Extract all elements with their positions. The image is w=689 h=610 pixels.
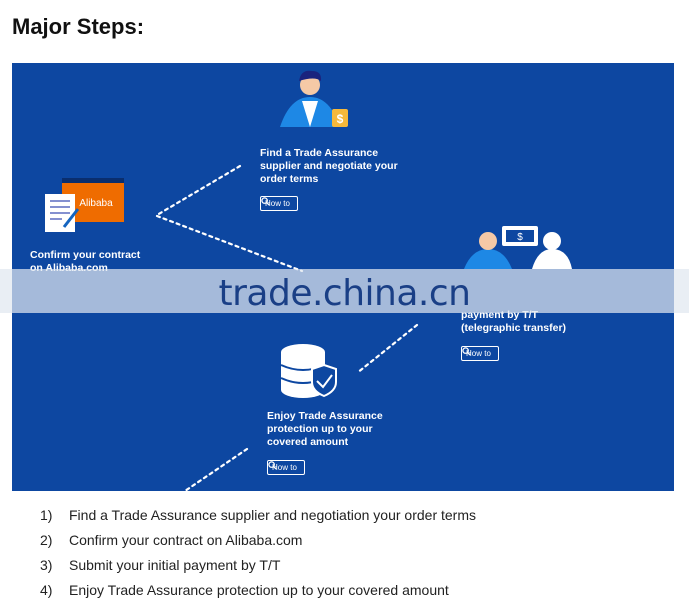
how-to-button-protection[interactable]: How to	[267, 460, 305, 475]
svg-text:Alibaba: Alibaba	[79, 198, 113, 209]
list-item: 4) Enjoy Trade Assurance protection up t…	[40, 582, 449, 598]
step-protection-text: Enjoy Trade Assurance protection up to y…	[267, 410, 383, 448]
watermark-band	[0, 269, 689, 313]
list-item: 2) Confirm your contract on Alibaba.com	[40, 532, 303, 548]
dotted-path-lines: $ Alibaba $	[45, 70, 572, 491]
two-people-money-icon: $	[464, 226, 572, 269]
steps-list: 1) Find a Trade Assurance supplier and n…	[40, 504, 476, 604]
person-with-coin-icon: $	[280, 70, 348, 127]
database-shield-icon	[280, 344, 337, 398]
svg-text:$: $	[337, 112, 344, 126]
how-to-button-find-supplier[interactable]: How to	[260, 196, 298, 211]
watermark: trade.china.cn	[218, 273, 471, 314]
search-icon	[261, 197, 270, 206]
how-to-button-payment[interactable]: How to	[461, 346, 499, 361]
list-item: 3) Submit your initial payment by T/T	[40, 557, 281, 573]
search-icon	[268, 461, 277, 470]
svg-text:$: $	[517, 232, 523, 243]
contract-signing-icon: Alibaba	[45, 178, 124, 232]
step-find-supplier-text: Find a Trade Assurance supplier and nego…	[260, 147, 398, 185]
list-item: 1) Find a Trade Assurance supplier and n…	[40, 507, 477, 523]
search-icon	[462, 347, 471, 356]
page-title: Major Steps:	[12, 14, 145, 39]
